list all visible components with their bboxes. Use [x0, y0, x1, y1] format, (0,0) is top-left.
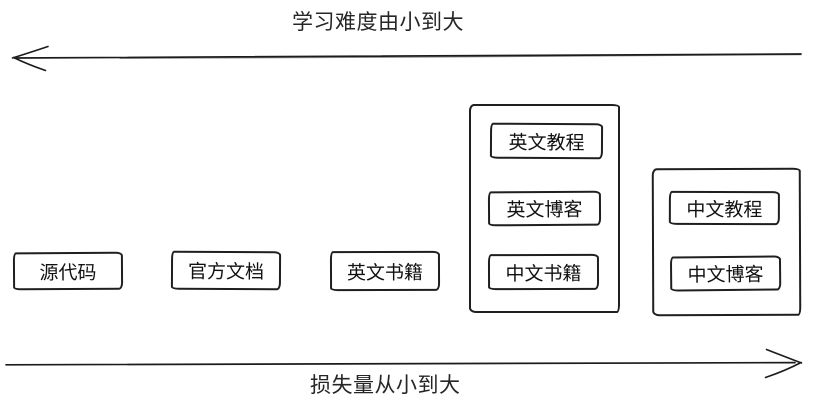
group-english-and-chinese-books: 英文教程 英文博客 中文书籍 [469, 104, 620, 313]
box-english-tutorials: 英文教程 [489, 122, 604, 160]
box-official-docs: 官方文档 [170, 250, 282, 291]
bottom-axis-label: 损失量从小到大 [310, 374, 461, 397]
box-chinese-books: 中文书籍 [487, 253, 600, 291]
box-chinese-blogs: 中文博客 [669, 255, 782, 292]
box-english-books: 英文书籍 [329, 250, 441, 292]
box-chinese-tutorials: 中文教程 [668, 190, 780, 226]
difficulty-arrow-left-icon [11, 45, 802, 72]
top-axis-label: 学习难度由小到大 [292, 11, 464, 34]
box-english-blogs: 英文博客 [487, 190, 602, 227]
box-source-code: 源代码 [12, 251, 124, 291]
group-chinese: 中文教程 中文博客 [651, 167, 802, 317]
